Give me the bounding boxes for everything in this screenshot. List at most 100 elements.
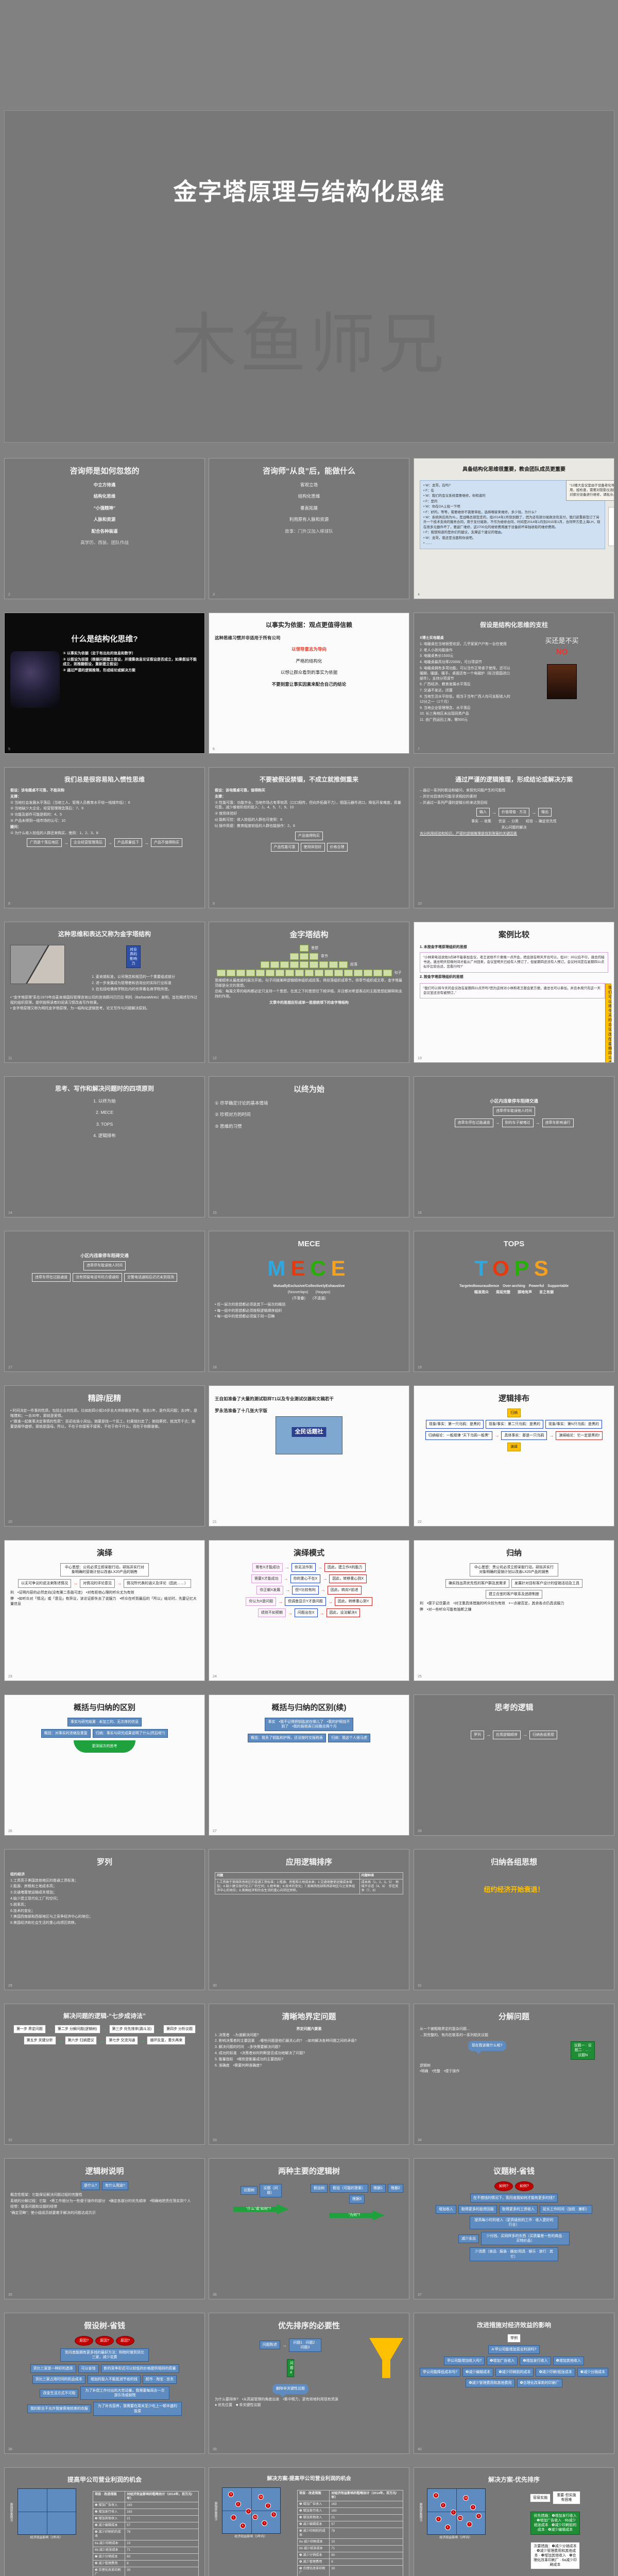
x-axis-label: 经济效益影响（3年内）	[234, 2535, 267, 2538]
pyramid-box	[304, 969, 314, 976]
diagram-box: 第一步 界定问题	[13, 2025, 46, 2034]
slide-text-line: 6.技术的变化；	[10, 1909, 35, 1913]
table-cell: 78	[125, 2529, 199, 2540]
slide-thumbnail[interactable]: 什么是结构化思维?① 以事实为依据（忠于有出处的信息和数字）② 以假设为前提（根…	[4, 613, 205, 754]
slide-text-line: 3. 在包括哈佛商学院在内的世界著名商学院传授。	[92, 987, 171, 991]
diagram-box: 产品不值得购买	[151, 838, 182, 848]
slide-thumbnail[interactable]: 金字塔结构思想章节段落句子思维顺序从最底部的层次开始，句子间按某种逻辑顺序组织成…	[209, 922, 409, 1063]
box-row: 概括：我丢了钥匙和护照，还没按时交报税表归纳：我这个人很马虎	[215, 1733, 403, 1743]
diagram-box: 归纳：我这个人很马虎	[328, 1733, 370, 1743]
slide-thumbnail[interactable]: 逻辑树说明是什么?有什么用途?概念性框架：它能保证解决问题过程的完整性系统的分解…	[4, 2158, 205, 2299]
diagram-box: 甲公司能增加收入吗?	[444, 2357, 485, 2366]
slide-text-line: b) 操作简便：教育程度较低的人群也能操作：2、6	[215, 824, 295, 828]
diagram-box: 是什么?	[81, 2181, 100, 2190]
slide-text-line: 罗永浩准备了十几张大字版	[215, 1408, 268, 1414]
slide-thumbnail[interactable]: 王自如准备了大量的测试取样T1以及专业测试仪器和文稿若干罗永浩准备了十几张大字版…	[209, 1385, 409, 1527]
slide-text-line: 中立方待遇	[93, 482, 116, 487]
slide-thumbnail[interactable]: 精辟/屁精• 时间决定一件事的性质，包括企业的性质。比如赵四小姐16岁去大帅府跟…	[4, 1385, 205, 1527]
page-number: 7	[418, 747, 420, 751]
title-slide[interactable]: 金字塔原理与结构化思维 木鱼师兄	[4, 110, 614, 443]
slide-thumbnail[interactable]: 演绎模式需有X才能成功→你无法作到→因此，建立作X的能力需要X才能成功→你的重心…	[209, 1540, 409, 1681]
diagram-box: 事实与研究结果 · 未加工的、无次序的信息	[67, 1717, 142, 1726]
slide-thumbnail[interactable]: 我们总是很容易陷入惯性思维假设：该电暖桌不可靠，不能采购支撑：① 当地社会发展水…	[4, 767, 205, 908]
slide-thumbnail[interactable]: 不要被假设禁锢，不成立就推倒重来假设：该电暖桌可靠，值得购买支撑：① 性能可靠：…	[209, 767, 409, 908]
box-row: 问题4	[283, 2359, 298, 2378]
slide-title: 案例比较	[498, 930, 529, 939]
slide-thumbnail[interactable]: 归纳各组思想纽约经济开始衰退！31	[414, 1849, 614, 1990]
slide-thumbnail[interactable]: 归纳中心思想：贵公司必须立即采取行动，研拟并实行对象明确的营销计划以改善LX20…	[414, 1540, 614, 1681]
slide-title: 概括与归纳的区别	[73, 1703, 135, 1712]
y-axis-label: 实施难易程度	[215, 2501, 218, 2520]
pyramid-label: 段落	[350, 962, 357, 967]
diagram-box: 具体事实：那是一只乌鸦	[501, 1431, 547, 1440]
slide-text-line: 客观立场	[300, 482, 318, 487]
slide-thumbnail[interactable]: 小区内违章停车阻碍交通违章停车耽误他人时间违章车停在过路通道没有预留电话号码方便…	[4, 1231, 205, 1372]
slide-thumbnail[interactable]: 两种主要的逻辑树议题树议题（问题）“什么”或“如何”?假设树假设（可能的答案）根…	[209, 2158, 409, 2299]
slide-thumbnail[interactable]: 小区内违章停车阻碍交通违章停车耽误他人时间违章车停在过路通道→别的车子被堵过→违…	[414, 1076, 614, 1217]
video-label: 全民话题社	[291, 1427, 327, 1437]
page-number: 34	[418, 2138, 422, 2142]
slide-thumbnail[interactable]: 议题树-省钱如何?如何?在不借钱的情况下，到月底我如何才能有更多的钱?增加收入取…	[414, 2158, 614, 2299]
arrow-icon: →	[535, 1120, 540, 1126]
slide-thumbnail[interactable]: 具备结构化思维很重要，教会团队成员更重要• W：龙哥，在吗?• F：在• W：我…	[414, 458, 614, 599]
slide-text-line: 3. 解决问题的时间 –多快需要解决问题?	[215, 2045, 281, 2049]
text-panel: “12楼大会议室由于设备老化导致部分功能无法使用，经检查，需要对投影仪连接系统进…	[566, 480, 614, 501]
slide-thumbnail[interactable]: 概括与归纳的区别(续)事实 •我不记得把钥匙放在哪儿了 •我的护照找不到了 •我…	[209, 1694, 409, 1836]
slide-text-line: a) 能耗可控：收入较低的人群也可使用：8	[215, 818, 283, 822]
diagram-box: 对情况的评论意见	[80, 1579, 115, 1588]
slide-text-line: 总结：每篇文章的结构都必定只支持一个思想，在其之下的思想往下越详细，并且都对希望…	[215, 990, 402, 999]
diagram-box: 演绎	[507, 1443, 521, 1452]
slide-thumbnail[interactable]: 咨询师“从良”后，能做什么客观立场结构化思维垂直拓展利用原有人脉和资源故事：门外…	[209, 458, 409, 599]
diagram-box: 因此，转移重心到X	[329, 1574, 367, 1583]
brain-shape	[10, 651, 60, 708]
slide-text-line: 2. 按金字塔原理组织的思想	[420, 975, 464, 979]
slide-text-line: 2. 进一步发展成为管理者和咨询业的实际行业标准	[92, 981, 171, 986]
arrow-icon: →	[285, 1565, 289, 1570]
table-cell: 57	[125, 2522, 199, 2530]
slide-title: MECE	[298, 1240, 320, 1248]
pyramid-label: 句子	[394, 971, 402, 975]
pyramid-box	[280, 961, 289, 968]
slide-thumbnail[interactable]: 提高甲公司营业利润的机会实施难易程度经济效益影响（3年内）项目 · 改进措施对经…	[4, 2467, 205, 2576]
slide-thumbnail[interactable]: 逻辑排布归纳现象/事实：第一只乌鸦：是黑的现象/事实：第二只乌鸦：是黑的现象/事…	[414, 1385, 614, 1527]
arrow-icon: →	[140, 2038, 145, 2043]
text-block: 小区内违章停车阻碍交通	[420, 1098, 608, 1104]
slide-thumbnail[interactable]: 通过严谨的逻辑推理，形成结论或解决方案– 通过一系列的假设和疑问，来探究问题产生…	[414, 767, 614, 908]
slide-text-line: 这种思维习惯并非适用于所有公司	[215, 635, 281, 640]
slide-thumbnail[interactable]: 演绎中心思想：公司必须立即采取行动，研拟并实行对象明确的营销计划以改善LX20产…	[4, 1540, 205, 1681]
panel-line: • W：龙哥，在吗?	[423, 483, 451, 487]
text-block: 2. 按金字塔原理组织的思想	[420, 975, 608, 980]
slide-text-line: 4.缺少建立现代化工厂的空间；	[10, 1896, 60, 1901]
slide-thumbnail[interactable]: 假设树-省钱原因?原因?原因?到月底能拥有更多钱的最好方法：购物时做到货比三家，…	[4, 2313, 205, 2454]
page-number: 21	[213, 1520, 217, 1524]
page-number: 15	[213, 1211, 217, 1215]
slide-title: 我们总是很容易陷入惯性思维	[64, 776, 145, 783]
slide-thumbnail[interactable]: 以事实为依据：观点更值得信赖这种思维习惯并非适用于所有公司以领导意志为导向严格的…	[209, 613, 409, 754]
slide-text-line: ③ 思维的习惯	[215, 1123, 242, 1129]
slide-thumbnail[interactable]: 解决问题的逻辑-“七步成诗法”第一步 界定问题→第二步 分解问题(逻辑树)→第三…	[4, 2004, 205, 2145]
letter-art: TOPS	[420, 1254, 608, 1283]
slide-thumbnail[interactable]: 分解问题从一个被粗略界定的复杂问题……到完整的、有内在联系的一系列相关议题现在我…	[414, 2004, 614, 2145]
slide-text-line: 4. 逻辑排布	[93, 1133, 116, 1139]
slide-thumbnail[interactable]: 咨询师是如何忽悠的中立方待遇结构化思维“小强精神”人脉和资源配合各种装逼高学历、…	[4, 458, 205, 599]
group: “我们可以将今天的会议改在星期四11点开吗?因为这样对小林和老王都会更方便，唐总…	[420, 981, 612, 1062]
slide-thumbnail[interactable]: 概括与归纳的区别事实与研究结果 · 未加工的、无次序的信息概括：对事实的浓缩及重…	[4, 1694, 205, 1836]
text-block: 纽约经济开始衰退！	[420, 1885, 608, 1894]
